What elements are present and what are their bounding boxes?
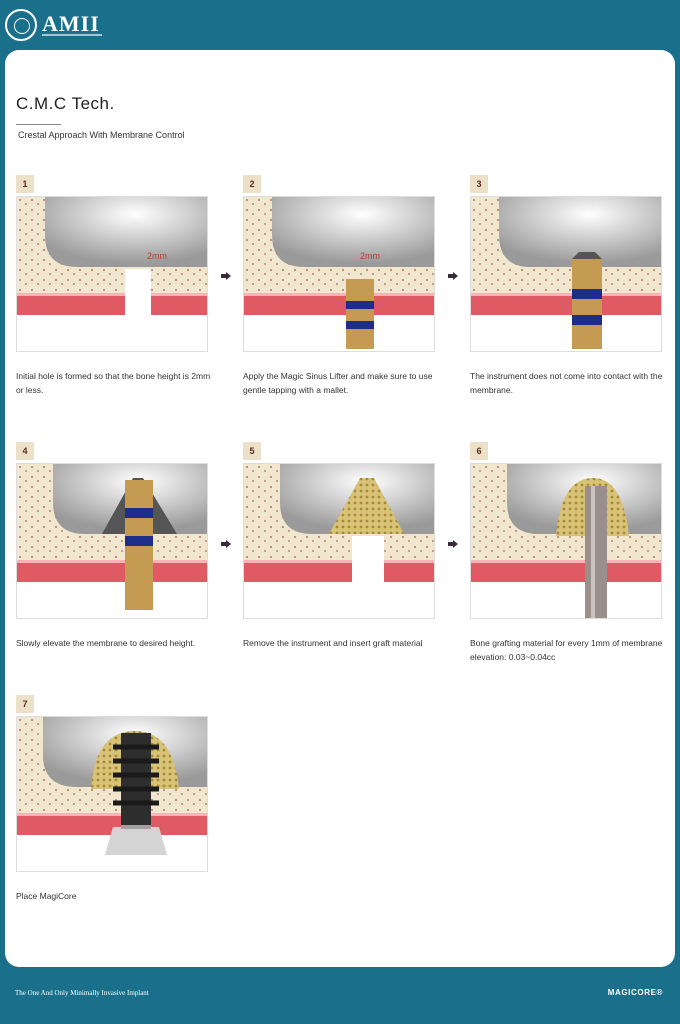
step-illustration: 2mm — [16, 196, 208, 352]
next-arrow-icon — [221, 540, 231, 548]
step-caption: Initial hole is formed so that the bone … — [16, 371, 211, 395]
step-illustration — [16, 716, 208, 872]
step-number: 1 — [16, 175, 34, 193]
step-illustration — [243, 463, 435, 619]
page-title: C.M.C Tech. — [16, 94, 115, 113]
step-number: 6 — [470, 442, 488, 460]
measure-label: 2mm — [147, 251, 167, 261]
step-number: 7 — [16, 695, 34, 713]
next-arrow-icon — [448, 272, 458, 280]
logo-underline — [42, 34, 102, 36]
next-arrow-icon — [448, 540, 458, 548]
step-caption: Slowly elevate the membrane to desired h… — [16, 638, 196, 648]
step-illustration — [16, 463, 208, 619]
footer-brand-logo: MAGICORE® — [607, 988, 663, 997]
footer-tagline: The One And Only Minimally Invasive Impl… — [15, 989, 149, 997]
next-arrow-icon — [221, 272, 231, 280]
step-caption: The instrument does not come into contac… — [470, 371, 663, 395]
step-number: 3 — [470, 175, 488, 193]
step-number: 2 — [243, 175, 261, 193]
title-divider — [16, 124, 61, 125]
step-illustration — [470, 463, 662, 619]
step-caption: Remove the instrument and insert graft m… — [243, 638, 423, 648]
logo-text: AMII — [42, 11, 100, 36]
header-bar: AMII — [0, 0, 680, 50]
step-number: 4 — [16, 442, 34, 460]
step-illustration — [470, 196, 662, 352]
step-number: 5 — [243, 442, 261, 460]
page-subtitle: Crestal Approach With Membrane Control — [18, 130, 185, 140]
measure-label: 2mm — [360, 251, 380, 261]
step-illustration: 2mm — [243, 196, 435, 352]
logo-icon — [5, 9, 37, 41]
footer-bar — [0, 967, 680, 1024]
step-caption: Place MagiCore — [16, 891, 77, 901]
step-caption: Bone grafting material for every 1mm of … — [470, 638, 663, 662]
step-caption: Apply the Magic Sinus Lifter and make su… — [243, 371, 433, 395]
